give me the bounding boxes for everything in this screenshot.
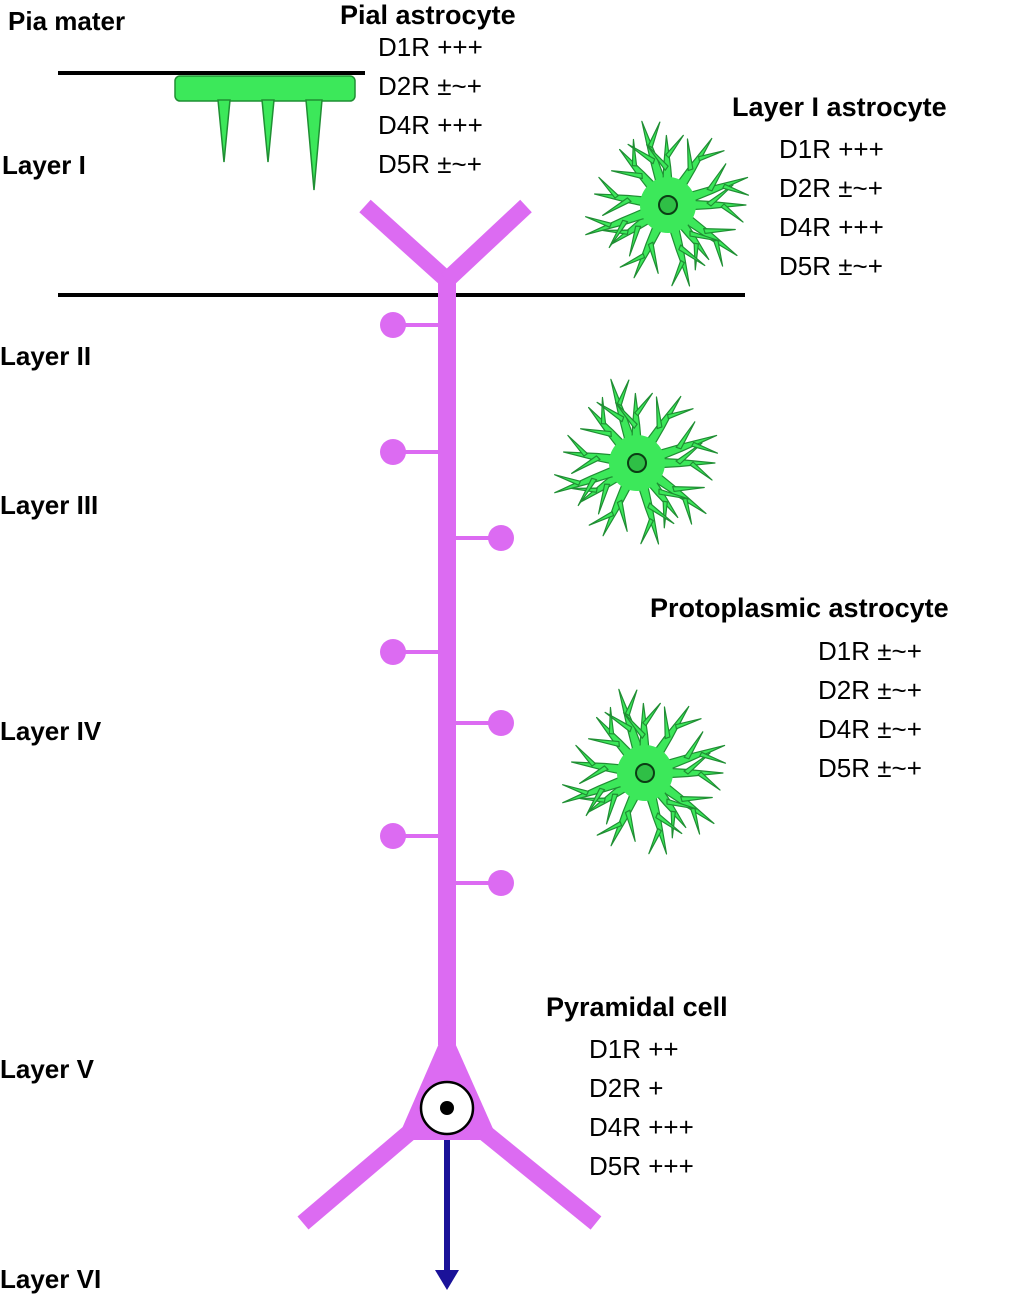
- protoplasmic-astrocyte-icon-lower: [555, 683, 732, 860]
- receptor-d1r: D1R ±~+: [818, 636, 922, 666]
- nucleolus-icon: [440, 1101, 454, 1115]
- pial-receptor-list: D1R +++ D2R ±~+ D4R +++ D5R ±~+: [378, 28, 483, 184]
- spine-head: [380, 639, 406, 665]
- receptor-d2r: D2R +: [589, 1073, 664, 1103]
- receptor-d5r: D5R +++: [589, 1151, 694, 1181]
- spine-head: [380, 823, 406, 849]
- pial-astrocyte-title: Pial astrocyte: [340, 0, 516, 30]
- receptor-d4r: D4R +++: [589, 1112, 694, 1142]
- layer1-receptor-list: D1R +++ D2R ±~+ D4R +++ D5R ±~+: [779, 130, 884, 286]
- receptor-d2r: D2R ±~+: [378, 71, 482, 101]
- layer1-astrocyte-icon: [578, 115, 755, 292]
- layer-1-label: Layer I: [2, 150, 86, 180]
- protoplasmic-astrocyte-title: Protoplasmic astrocyte: [650, 593, 949, 623]
- receptor-d4r: D4R ±~+: [818, 714, 922, 744]
- layer-4-label: Layer IV: [0, 716, 102, 746]
- receptor-d5r: D5R ±~+: [818, 753, 922, 783]
- pyramidal-neuron-icon: [297, 199, 602, 1230]
- layer-5-label: Layer V: [0, 1054, 94, 1084]
- receptor-d1r: D1R ++: [589, 1034, 679, 1064]
- spine-head: [488, 870, 514, 896]
- protoplasmic-receptor-list: D1R ±~+ D2R ±~+ D4R ±~+ D5R ±~+: [818, 632, 922, 788]
- spine-head: [380, 312, 406, 338]
- receptor-d2r: D2R ±~+: [818, 675, 922, 705]
- pyramidal-cell-title: Pyramidal cell: [546, 992, 728, 1022]
- spine-head: [488, 525, 514, 551]
- layer1-astrocyte-title: Layer I astrocyte: [732, 92, 947, 122]
- pyramidal-receptor-list: D1R ++ D2R + D4R +++ D5R +++: [589, 1030, 694, 1186]
- protoplasmic-astrocyte-icon-upper: [547, 373, 724, 550]
- pial-astrocyte-icon: [174, 75, 356, 191]
- layer-2-label: Layer II: [0, 341, 92, 371]
- pia-mater-label: Pia mater: [8, 6, 126, 36]
- receptor-d5r: D5R ±~+: [779, 251, 883, 281]
- receptor-d2r: D2R ±~+: [779, 173, 883, 203]
- layer-6-label: Layer VI: [0, 1264, 102, 1294]
- axon-arrow-icon: [435, 1140, 459, 1290]
- receptor-d1r: D1R +++: [378, 32, 483, 62]
- receptor-d4r: D4R +++: [779, 212, 884, 242]
- layer-3-label: Layer III: [0, 490, 99, 520]
- receptor-d1r: D1R +++: [779, 134, 884, 164]
- receptor-d4r: D4R +++: [378, 110, 483, 140]
- spine-head: [380, 439, 406, 465]
- receptor-d5r: D5R ±~+: [378, 149, 482, 179]
- spine-head: [488, 710, 514, 736]
